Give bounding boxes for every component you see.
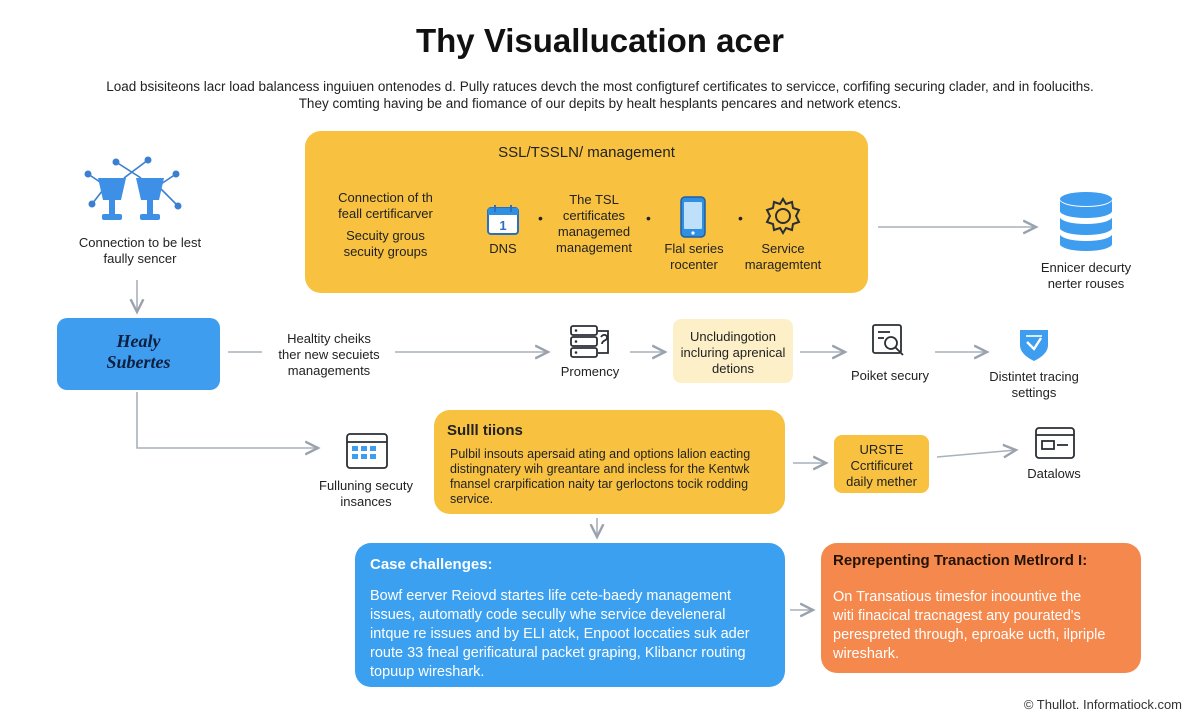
separator-dot: • bbox=[538, 210, 543, 226]
arrow-urste-to-datalows bbox=[936, 450, 1016, 457]
sult-tiions-box bbox=[434, 410, 785, 514]
calendar-grid-icon bbox=[346, 433, 388, 469]
ssl-service-label: Service maragemtent bbox=[744, 241, 822, 272]
network-cups-icon bbox=[84, 156, 182, 220]
ssl-tsl-text: The TSL certificates managemed managemen… bbox=[556, 192, 632, 255]
svg-text:1: 1 bbox=[499, 218, 506, 233]
ssl-security-groups-text: Secuity grous secuity groups bbox=[343, 228, 428, 259]
inspect-icon bbox=[872, 324, 904, 356]
server-rack-icon bbox=[570, 325, 609, 358]
urste-text: URSTE Ccrtificuret daily mether bbox=[846, 442, 917, 489]
case-body: Bowf eerver Reiovd startes life cete-bae… bbox=[370, 588, 750, 680]
datalows-label: Datalows bbox=[1027, 466, 1081, 481]
sult-title: Sulll tiions bbox=[447, 422, 523, 439]
ssl-management-box bbox=[305, 131, 868, 293]
left-node-label: Connection to be lest faully sencer bbox=[78, 235, 202, 266]
promency-label: Promency bbox=[560, 364, 620, 379]
health-checks-text: Healtity cheiks ther new secuiets manage… bbox=[278, 331, 380, 378]
database-label: Ennicer decurty nerter rouses bbox=[1040, 260, 1132, 291]
arrow-healthy-to-fulluning bbox=[136, 392, 318, 448]
page-title: Thy Visuallucation acer bbox=[415, 22, 785, 59]
footer-credit[interactable]: © Thullot. Informatiock.com bbox=[1023, 697, 1182, 712]
poiket-label: Poiket secury bbox=[850, 368, 930, 383]
intro-line-2: They comting having be and fiomance of o… bbox=[298, 96, 902, 111]
reprepenting-box bbox=[821, 543, 1141, 673]
repr-title: Reprepenting Tranaction Metlrord I: bbox=[833, 552, 1088, 569]
shield-icon bbox=[1020, 330, 1048, 361]
repr-body: On Transatious timesfor inoountive the w… bbox=[833, 589, 1106, 662]
window-icon bbox=[1035, 427, 1075, 459]
distintet-label: Distintet tracing settings bbox=[989, 369, 1079, 400]
undl-text: Uncludingotion incluring aprenical detio… bbox=[680, 329, 786, 376]
separator-dot: • bbox=[738, 210, 743, 226]
gear-icon bbox=[765, 197, 801, 235]
undl-box bbox=[673, 319, 793, 383]
healthy-subertes-box bbox=[57, 318, 220, 390]
phone-icon bbox=[680, 196, 706, 238]
ssl-dns-label: DNS bbox=[489, 241, 517, 256]
separator-dot: • bbox=[646, 210, 651, 226]
case-challenges-box bbox=[355, 543, 785, 687]
ssl-connection-text: Connection of th feall certificarver bbox=[338, 190, 433, 221]
fulluning-label: Fulluning secuty insances bbox=[319, 478, 413, 509]
ssl-phone-label: Flal series rocenter bbox=[664, 241, 724, 272]
case-title: Case challenges: bbox=[370, 556, 493, 573]
ssl-title: SSL/TSSLN/ management bbox=[498, 144, 675, 161]
intro-text: Load bsisiteons lacr load balancess ingu… bbox=[60, 78, 1140, 112]
healthy-subertes-label: Healy Subertes bbox=[106, 331, 171, 372]
urste-box bbox=[834, 435, 929, 493]
calendar-icon: 1 bbox=[487, 205, 519, 235]
intro-line-1: Load bsisiteons lacr load balancess ingu… bbox=[106, 79, 1094, 94]
sult-body: Pulbil insouts apersaid ating and option… bbox=[450, 447, 751, 506]
database-icon bbox=[1060, 192, 1112, 251]
